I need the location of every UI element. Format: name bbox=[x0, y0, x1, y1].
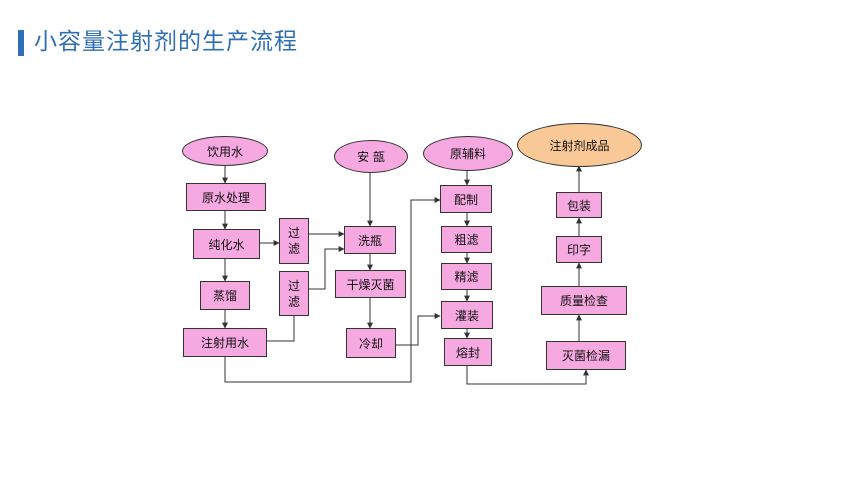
sealing-box: 熔封 bbox=[444, 338, 492, 366]
purified-water-box: 纯化水 bbox=[193, 229, 260, 259]
filling-box: 灌装 bbox=[441, 301, 493, 329]
filter-2-char-1: 过 bbox=[287, 278, 300, 293]
coarse-filter-box: 粗滤 bbox=[441, 226, 492, 253]
fine-filter-box: 精滤 bbox=[441, 263, 492, 290]
filter-1-char-1: 过 bbox=[287, 226, 300, 240]
printing-box: 印字 bbox=[556, 236, 602, 263]
page-title: 小容量注射剂的生产流程 bbox=[34, 29, 298, 55]
title-accent-bar bbox=[18, 30, 24, 56]
filter-1-char-2: 滤 bbox=[287, 242, 300, 256]
filter-box-2: 过 滤 bbox=[279, 271, 309, 316]
wash-bottle-box: 洗瓶 bbox=[344, 226, 396, 254]
dry-sterilize-box: 干燥灭菌 bbox=[335, 270, 406, 298]
raw-water-treatment-box: 原水处理 bbox=[186, 183, 266, 211]
final-product-node: 注射剂成品 bbox=[517, 123, 642, 167]
distillation-box: 蒸馏 bbox=[200, 281, 250, 310]
quality-inspection-box: 质量检查 bbox=[541, 286, 627, 315]
filter-2-char-2: 滤 bbox=[287, 294, 300, 309]
water-for-injection-box: 注射用水 bbox=[183, 328, 267, 357]
arrow-sealing-to-sterilize bbox=[466, 366, 589, 385]
arrow-cool-to-filling bbox=[396, 313, 441, 346]
packaging-box: 包装 bbox=[556, 192, 602, 218]
ampoule-node: 安 瓿 bbox=[334, 140, 408, 173]
arrow-wfi-to-compounding bbox=[224, 197, 441, 383]
drinking-water-node: 饮用水 bbox=[182, 136, 268, 166]
arrow-filter2-to-wash bbox=[309, 246, 345, 290]
compounding-box: 配制 bbox=[440, 185, 492, 213]
filter-box-1: 过 滤 bbox=[279, 218, 309, 264]
cooling-box: 冷却 bbox=[346, 328, 396, 358]
sterilize-leak-test-box: 灭菌检漏 bbox=[546, 341, 626, 370]
line-wfi-to-filter2 bbox=[267, 315, 295, 342]
raw-materials-node: 原辅料 bbox=[423, 136, 513, 171]
